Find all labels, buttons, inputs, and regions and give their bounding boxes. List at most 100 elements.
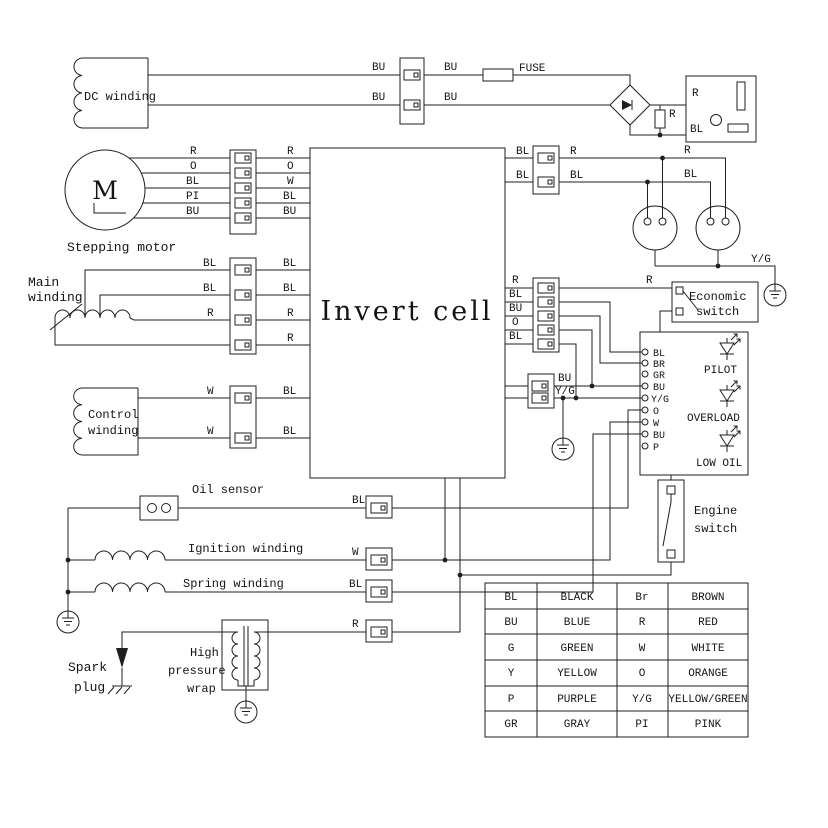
engine-switch-label: Engine — [694, 504, 737, 518]
wire-label: BL — [509, 331, 522, 343]
spark-plug-label: Spark — [68, 660, 107, 675]
wire-label: W — [287, 176, 294, 188]
ac-outlet-icon — [632, 205, 678, 251]
main-connector — [229, 257, 257, 355]
lower-signal-connector — [527, 373, 555, 409]
terminal-label: O — [653, 407, 659, 418]
wire-label: BU — [283, 206, 296, 218]
wire-label: BL — [352, 495, 365, 507]
control-winding-coil-icon — [73, 387, 139, 456]
pilot-led-icon — [719, 333, 741, 361]
terminal-label: P — [653, 443, 659, 454]
terminal-label: BR — [653, 360, 665, 371]
engine-sensing-circuits: Oil sensor BL Ignition winding W Spring … — [56, 409, 642, 724]
legend-code: P — [508, 694, 515, 706]
wire-label: O — [190, 161, 197, 173]
legend-name: RED — [698, 617, 718, 629]
wire-label: BL — [690, 124, 703, 136]
low-oil-label: LOW OIL — [696, 458, 742, 470]
economic-switch: R Economic switch — [559, 275, 759, 332]
ground-icon — [763, 283, 787, 307]
wire-label: BL — [570, 170, 583, 182]
wire-label: R — [512, 275, 519, 287]
legend-code: Br — [635, 592, 648, 604]
legend-name: PINK — [695, 719, 722, 731]
economic-switch-label: Economic — [689, 290, 747, 304]
control-winding-circuit: Control winding W W BL BL — [73, 385, 310, 456]
spring-winding-label: Spring winding — [183, 577, 284, 591]
indicator-panel: BL BR GR BU Y/G O W BU P PILOT OVERLOAD … — [639, 331, 749, 476]
wire-label: BL — [283, 426, 296, 438]
oil-sensor-icon — [139, 495, 179, 521]
wire-label: Y/G — [751, 254, 771, 266]
terminal-label: BL — [653, 349, 665, 360]
legend-code: Y — [508, 668, 515, 680]
wire-label: W — [207, 426, 214, 438]
wire-label: BL — [283, 258, 296, 270]
wire-label: R — [669, 109, 676, 121]
legend-name: BLUE — [564, 617, 591, 629]
motor-connector — [229, 149, 257, 235]
wire-label: BU — [372, 92, 385, 104]
wire-label: R — [190, 146, 197, 158]
legend-code: GR — [504, 719, 518, 731]
indicator-panel-box — [639, 331, 749, 476]
wire-label: BL — [516, 170, 529, 182]
ac-output-circuit: BL BL R BL R BL Y/G — [505, 145, 787, 307]
ignition-coil-icon — [94, 550, 166, 561]
main-winding-coil-icon — [54, 309, 131, 319]
ground-icon — [234, 700, 258, 724]
dc-connector — [399, 57, 425, 125]
high-pressure-wrap-box — [221, 619, 269, 691]
oil-sensor-label: Oil sensor — [192, 483, 264, 497]
stepping-motor-circuit: M Stepping motor R O BL PI BU R O W BL B… — [64, 146, 310, 255]
wire-label: PI — [186, 191, 199, 203]
fuse-label: FUSE — [519, 63, 546, 75]
wire-label: BL — [203, 258, 216, 270]
terminal-label: W — [653, 419, 659, 430]
legend-name: ORANGE — [688, 668, 728, 680]
ignition-connector — [365, 547, 393, 571]
signal-connector — [532, 277, 560, 353]
wire-label: R — [287, 146, 294, 158]
wire-label: O — [287, 161, 294, 173]
wire-label: BU — [509, 303, 522, 315]
wire-label: R — [646, 275, 653, 287]
wire-label: BU — [444, 62, 457, 74]
spark-plug-icon — [116, 648, 128, 668]
legend-code: R — [639, 617, 646, 629]
control-winding-label: Control — [88, 408, 138, 422]
control-connector — [229, 385, 257, 449]
invert-cell: Invert cell — [309, 147, 506, 479]
wire-label: BL — [509, 289, 522, 301]
wire-label: R — [570, 146, 577, 158]
spark-plug-label: plug — [74, 680, 105, 695]
wire-label: BL — [684, 169, 697, 181]
legend-name: BLACK — [560, 592, 593, 604]
wire-label: BL — [186, 176, 199, 188]
dc-outlet — [685, 75, 757, 143]
control-winding-label: winding — [88, 424, 138, 438]
wire-label: R — [692, 88, 699, 100]
motor-symbol: M — [92, 176, 118, 205]
color-legend-table: BL BLACK Br BROWN BU BLUE R RED G GREEN … — [484, 582, 749, 738]
wire-label: BL — [349, 579, 362, 591]
terminal-label: GR — [653, 371, 665, 382]
main-winding-label: winding — [28, 290, 83, 305]
stepping-motor-icon — [64, 149, 146, 231]
ac-outlet-icon — [695, 205, 741, 251]
invert-cell-label: Invert cell — [321, 296, 494, 327]
high-pressure-wrap-label: High — [190, 646, 219, 660]
wire-label: W — [207, 386, 214, 398]
engine-switch: Engine switch — [457, 475, 737, 578]
wire-label: W — [352, 547, 359, 559]
resistor-icon — [654, 109, 666, 129]
wire-label: BU — [372, 62, 385, 74]
legend-name: PURPLE — [557, 694, 597, 706]
terminal-label: BU — [653, 431, 665, 442]
stepping-motor-label: Stepping motor — [67, 240, 176, 255]
wire-label: BU — [186, 206, 199, 218]
wire-label: O — [512, 317, 519, 329]
wire-label: BL — [516, 146, 529, 158]
